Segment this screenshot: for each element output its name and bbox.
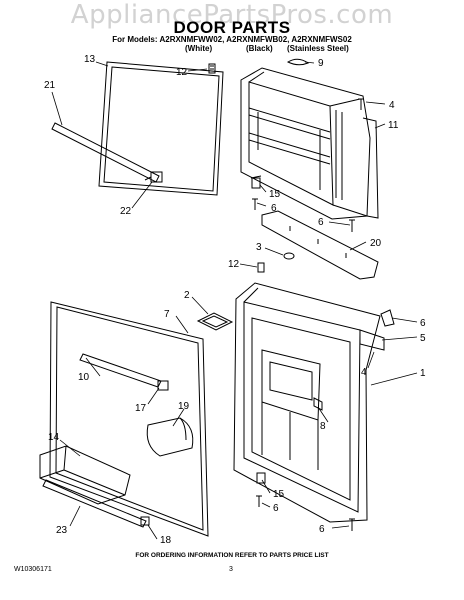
lower-clip bbox=[157, 380, 169, 391]
callout: 4 bbox=[361, 367, 367, 378]
screw-6-mid bbox=[349, 219, 355, 232]
right-hinge bbox=[359, 309, 395, 351]
callout: 23 bbox=[56, 525, 68, 536]
trim-20 bbox=[261, 210, 379, 280]
callout: 6 bbox=[319, 524, 325, 535]
lower-door bbox=[233, 282, 381, 523]
lower-hinge-parts bbox=[256, 472, 266, 507]
callout: 6 bbox=[420, 318, 426, 329]
handle-cap bbox=[286, 58, 310, 66]
callout: 20 bbox=[370, 238, 382, 249]
callout: 6 bbox=[273, 503, 279, 514]
page-title: DOOR PARTS bbox=[173, 18, 291, 37]
upper-screw bbox=[208, 63, 216, 74]
callout: 7 bbox=[164, 309, 170, 320]
lower-screw-12 bbox=[257, 262, 265, 273]
upper-door-hinge-edge bbox=[362, 117, 379, 219]
callout: 2 bbox=[184, 290, 190, 301]
callout: 13 bbox=[84, 54, 96, 65]
ordering-note: FOR ORDERING INFORMATION REFER TO PARTS … bbox=[135, 552, 329, 559]
callout: 17 bbox=[135, 403, 147, 414]
variant-white: (White) bbox=[185, 44, 213, 53]
callout: 6 bbox=[271, 203, 277, 214]
callout: 15 bbox=[273, 489, 285, 500]
callout: 18 bbox=[160, 535, 172, 546]
callout: 6 bbox=[318, 217, 324, 228]
lower-gasket bbox=[49, 301, 209, 537]
callout-labels: 13 12 9 21 4 11 15 6 22 6 3 20 12 2 7 6 … bbox=[44, 54, 426, 546]
lower-breaker-strip bbox=[79, 353, 162, 388]
callout: 11 bbox=[388, 120, 399, 131]
variant-black: (Black) bbox=[246, 44, 273, 53]
models-line: For Models: A2RXNMFWW02, A2RXNMFWB02, A2… bbox=[112, 35, 352, 44]
callout: 22 bbox=[120, 206, 132, 217]
callout: 19 bbox=[178, 401, 190, 412]
document-number: W10306171 bbox=[14, 566, 52, 573]
variant-stainless: (Stainless Steel) bbox=[287, 44, 349, 53]
bottom-clip bbox=[140, 516, 150, 526]
callout: 1 bbox=[420, 368, 426, 379]
callout: 5 bbox=[420, 333, 426, 344]
cap-2 bbox=[196, 312, 234, 331]
callout: 12 bbox=[228, 259, 240, 270]
callout: 15 bbox=[269, 189, 281, 200]
page-number: 3 bbox=[229, 566, 233, 573]
callout: 4 bbox=[389, 100, 395, 111]
door-bin bbox=[39, 445, 131, 505]
part-8 bbox=[313, 397, 323, 411]
plug-3 bbox=[283, 252, 295, 260]
upper-breaker-strip bbox=[51, 122, 160, 183]
upper-gasket bbox=[98, 61, 224, 196]
callout: 10 bbox=[78, 372, 90, 383]
upper-door bbox=[240, 67, 371, 220]
callout: 12 bbox=[176, 67, 188, 78]
upper-clip bbox=[144, 171, 163, 183]
callout: 3 bbox=[256, 242, 262, 253]
leader-lines bbox=[51, 61, 418, 540]
dairy-door bbox=[146, 417, 194, 457]
callout: 8 bbox=[320, 421, 326, 432]
callout: 14 bbox=[48, 432, 60, 443]
watermark: AppliancePartsPros.com bbox=[70, 0, 394, 30]
upper-hinge-parts bbox=[250, 175, 262, 210]
callout: 9 bbox=[318, 58, 324, 69]
callout: 21 bbox=[44, 80, 56, 91]
bottom-breaker-strip bbox=[42, 479, 147, 528]
upper-screw-4 bbox=[358, 98, 364, 110]
screw-6-bottom bbox=[349, 518, 355, 531]
